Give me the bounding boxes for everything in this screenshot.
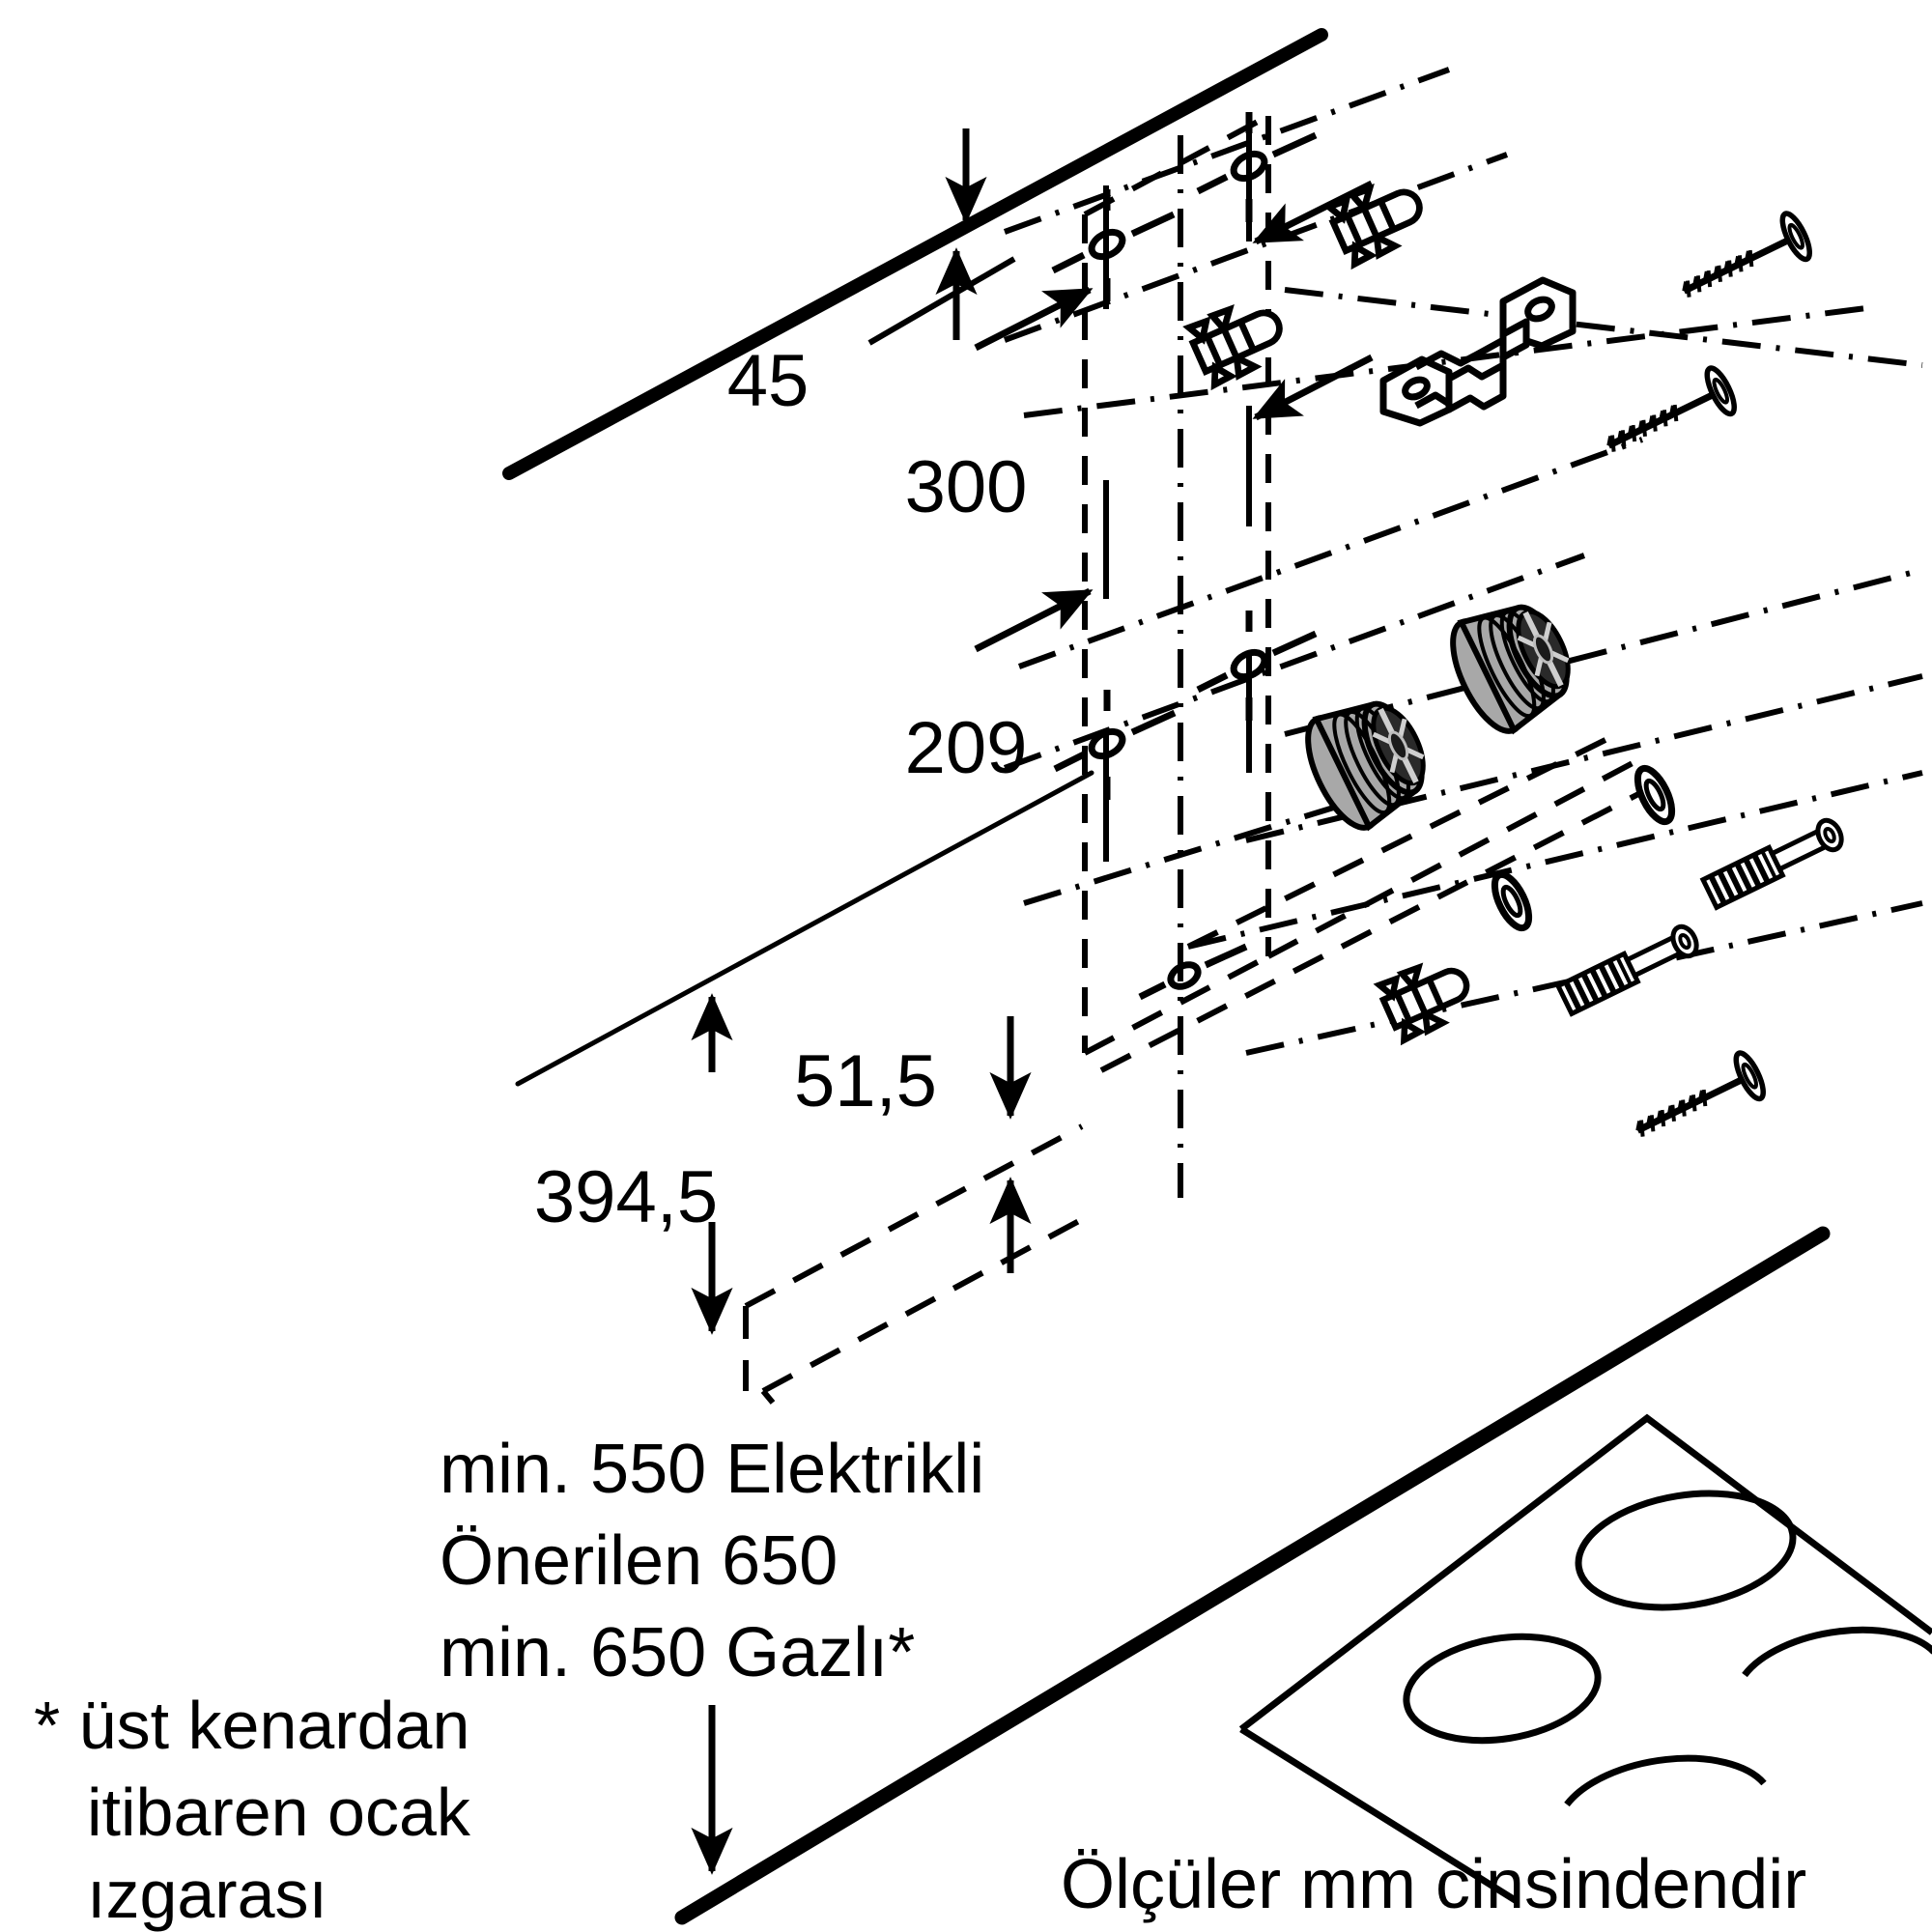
wood-screw-2: [1606, 365, 1737, 452]
arrow-209: [974, 587, 1094, 653]
threaded-anchor-bolt-1: [1699, 817, 1844, 911]
cooktop-burner-front-right-partial: [1564, 1754, 1767, 1807]
wood-screw-1: [1679, 211, 1812, 299]
clearance-note-line-2: Önerilen 650: [440, 1522, 838, 1600]
cooktop-burner-rear-left-partial: [1742, 1626, 1932, 1678]
leader-45: [867, 256, 1016, 346]
wall-plug-dowel-2: [1182, 304, 1283, 391]
cooktop-outline: [1238, 1413, 1932, 1732]
flat-washer-1: [1634, 764, 1676, 826]
arrow-duct-mid: [1252, 354, 1374, 421]
wall-spacer-cap-1: [1305, 700, 1426, 832]
dimension-label-394-5: 394,5: [534, 1156, 718, 1238]
ceiling-edge: [502, 28, 1328, 480]
footnote-line-1: * üst kenardan: [34, 1688, 469, 1763]
threaded-anchor-bolt-2: [1554, 923, 1699, 1017]
cooktop-burner-rear-right: [1575, 1490, 1797, 1611]
cooktop-burner-front-left: [1403, 1633, 1602, 1745]
arrow-300: [974, 286, 1094, 352]
flat-washer-2: [1491, 870, 1533, 932]
drill-hole-markers: [1051, 112, 1318, 1001]
wall-plug-dowel-3: [1373, 962, 1470, 1046]
hidden-edges-dashed: [1082, 116, 1271, 1053]
dimension-label-209: 209: [905, 707, 1028, 789]
footnote-line-2: itibaren ocak: [87, 1775, 471, 1850]
footnote-line-3: ızgarası: [87, 1857, 327, 1932]
dimension-arrows: [691, 128, 1374, 1875]
mounting-bracket: [1379, 276, 1577, 427]
wood-screw-3: [1635, 1050, 1766, 1137]
hood-lower-edge: [515, 770, 1094, 1087]
clearance-note-line-1: min. 550 Elektrikli: [440, 1431, 984, 1508]
dimension-label-300: 300: [905, 446, 1028, 528]
clearance-note-line-3: min. 650 Gazlı*: [440, 1614, 915, 1691]
wall-plug-dowel-1: [1322, 184, 1423, 270]
dimension-label-51-5: 51,5: [794, 1040, 937, 1122]
plan-hidden-lines: [743, 113, 1644, 1405]
cooktop: [1238, 1413, 1932, 1904]
dimension-label-45: 45: [727, 340, 810, 422]
wall-spacer-cap-2: [1450, 604, 1571, 735]
units-note: Ölçüler mm cinsindendir: [1061, 1846, 1806, 1923]
worktop-edge: [674, 1226, 1831, 1925]
